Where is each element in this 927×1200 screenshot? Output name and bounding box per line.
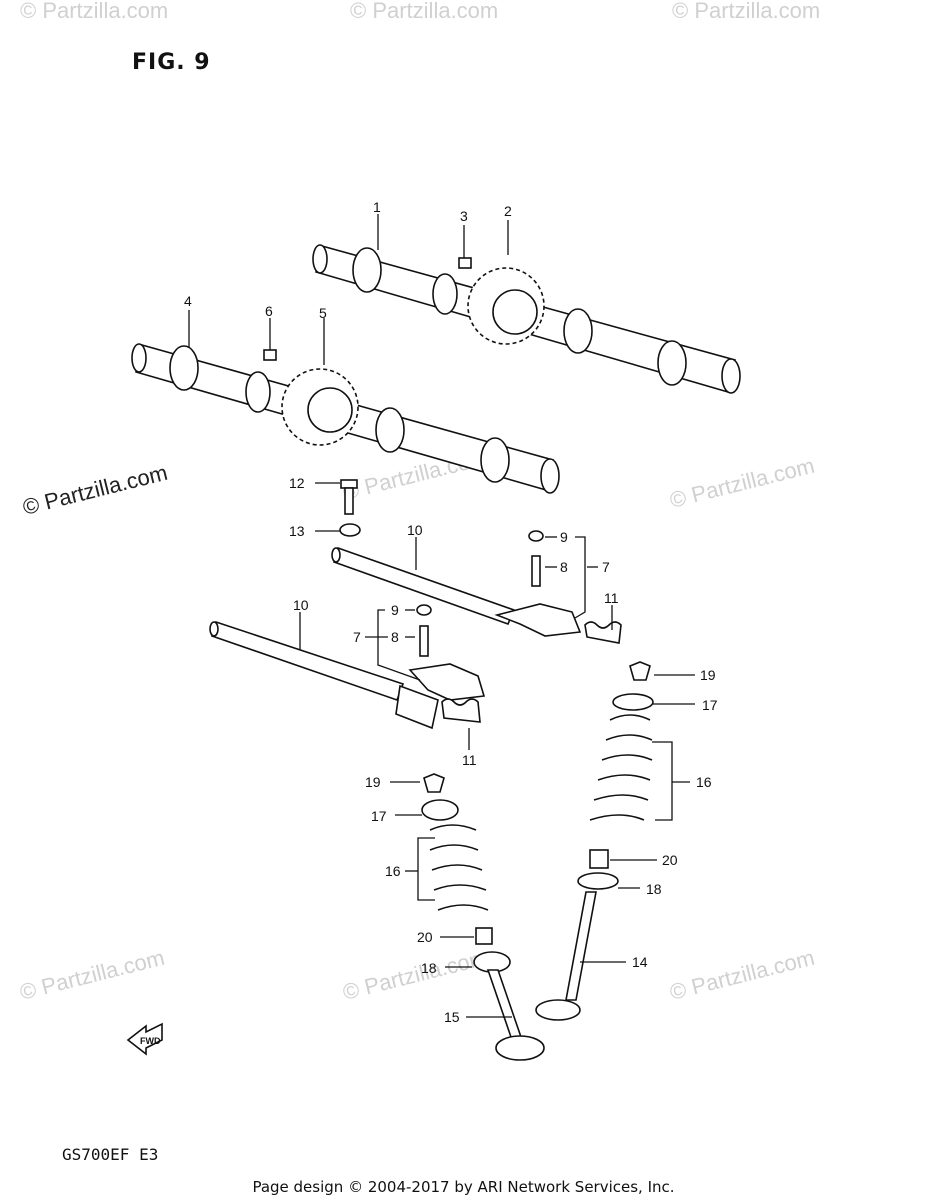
callout-5: 5 [319,305,327,321]
callout-10b: 10 [293,597,309,613]
bolt-and-washer [339,479,361,537]
callout-10a: 10 [407,522,423,538]
callout-18b: 18 [421,960,437,976]
callout-16a: 16 [696,774,712,790]
callout-16b: 16 [385,863,401,879]
rocker-arms [408,530,622,723]
leader-lines [188,214,695,1018]
callout-14: 14 [632,954,648,970]
callout-7b: 7 [353,629,361,645]
callout-11a: 11 [604,590,619,606]
callout-17b: 17 [371,808,387,824]
callout-6: 6 [265,303,273,319]
callout-17a: 17 [702,697,718,713]
model-code: GS700EF E3 [62,1145,159,1164]
fwd-label: FWD [140,1036,161,1046]
callout-20b: 20 [417,929,433,945]
callout-7a: 7 [602,559,610,575]
callout-2: 2 [504,203,512,219]
rocker-shafts [209,546,516,730]
callout-20a: 20 [662,852,678,868]
watermark: © Partzilla.com [340,945,490,1005]
watermark: © Partzilla.com [20,0,168,23]
callout-18a: 18 [646,881,662,897]
watermark: © Partzilla.com [667,945,817,1005]
watermark: © Partzilla.com [667,453,817,513]
callout-8a: 8 [560,559,568,575]
callout-15: 15 [444,1009,460,1025]
callout-labels: 1 2 3 4 5 6 7 7 8 8 9 9 10 10 11 11 12 1… [184,199,718,1025]
fwd-arrow: FWD [126,1022,163,1056]
callout-9a: 9 [560,529,568,545]
callout-4: 4 [184,293,192,309]
watermark-dark: © Partzilla.com [20,460,170,520]
watermarks: © Partzilla.com © Partzilla.com © Partzi… [17,0,820,1005]
watermark: © Partzilla.com [350,0,498,23]
watermark: © Partzilla.com [17,945,167,1005]
page-footer: Page design © 2004-2017 by ARI Network S… [252,1178,675,1196]
valve-assembly-right [535,661,654,1021]
callout-19b: 19 [365,774,381,790]
callout-1: 1 [373,199,381,215]
watermark: © Partzilla.com [672,0,820,23]
callout-8b: 8 [391,629,399,645]
figure-title: FIG. 9 [132,50,211,75]
callout-19a: 19 [700,667,716,683]
camshaft-upper [312,240,743,394]
callout-3: 3 [460,208,468,224]
valve-assembly-left [421,773,545,1061]
camshaft-lower [131,343,560,494]
callout-11b: 11 [462,752,477,768]
callout-12: 12 [289,475,305,491]
callout-9b: 9 [391,602,399,618]
callout-13: 13 [289,523,305,539]
